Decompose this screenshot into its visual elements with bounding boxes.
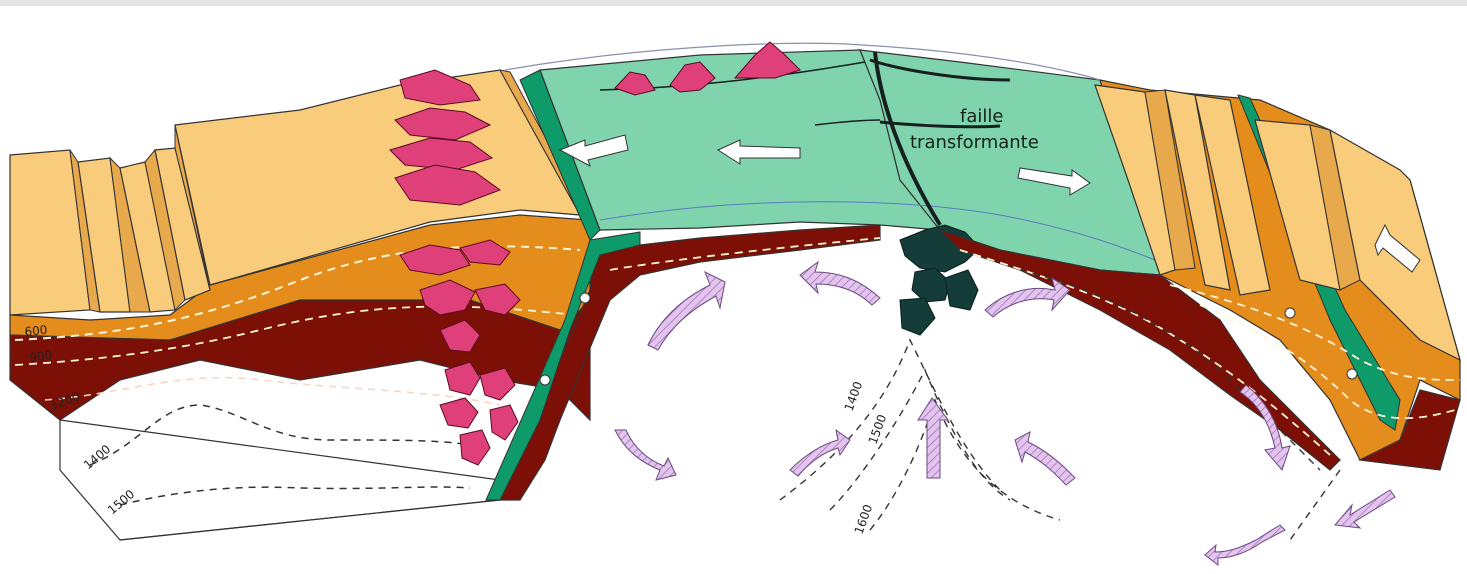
ridge-isotherm-label-1600: 1600 (852, 503, 876, 536)
right-marker-1 (1285, 308, 1295, 318)
isotherm-label-600: 600 (24, 323, 48, 339)
convection-arrow-9 (1335, 490, 1395, 528)
right-mantle-isotherm-2 (1290, 470, 1340, 540)
fault-label-line2: transformante (910, 132, 1039, 153)
convection-arrow-3 (985, 278, 1070, 317)
right-marker-2 (1347, 369, 1357, 379)
convection-arrow-8 (1205, 525, 1285, 565)
convection-arrow-up (918, 398, 948, 478)
convection-arrow-5 (790, 430, 850, 476)
ridge-isotherm-1600 (870, 400, 1060, 530)
ridge-isotherm-label-1400: 1400 (842, 380, 866, 413)
left-lithospheric-mantle (10, 300, 590, 420)
ridge-isotherm-1400 (780, 340, 1000, 500)
convection-arrow-2 (800, 262, 880, 305)
left-mantle-face (60, 420, 500, 540)
slab-marker-1 (580, 293, 590, 303)
slab-marker-2 (540, 375, 550, 385)
convection-arrow-6 (1015, 432, 1075, 485)
convection-arrow-1 (648, 272, 725, 350)
fault-label-line1: faille (960, 106, 1003, 127)
convection-arrow-4 (615, 430, 676, 480)
ridge-isotherm-label-1500: 1500 (866, 413, 890, 446)
